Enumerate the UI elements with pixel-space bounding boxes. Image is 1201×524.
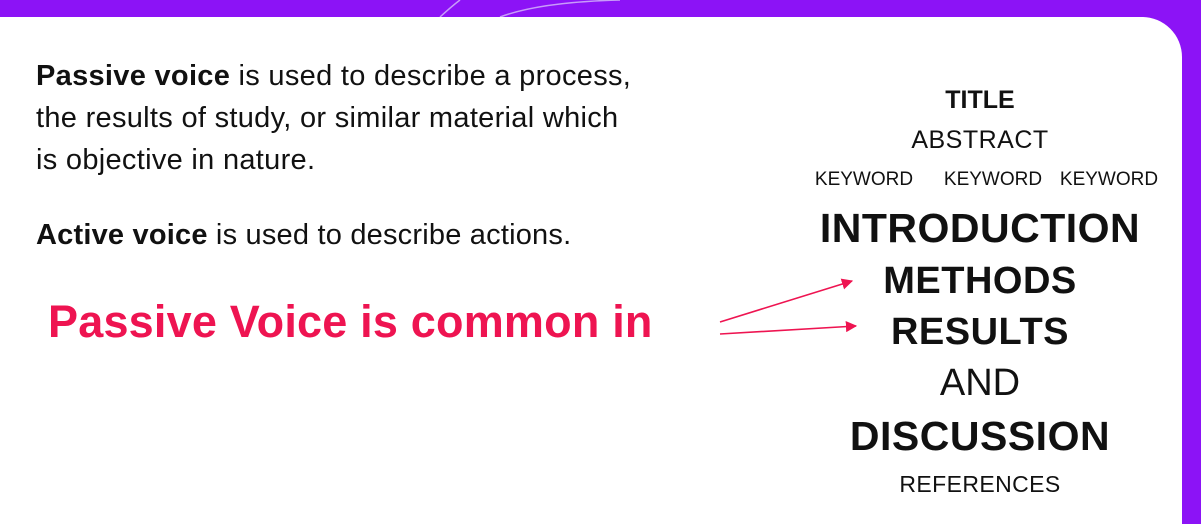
callout-text: Passive Voice is common in	[48, 296, 653, 347]
keyword-2: KEYWORD	[943, 169, 1043, 190]
structure-references: REFERENCES	[899, 471, 1061, 497]
paper-structure: TITLE ABSTRACT KEYWORD KEYWORD KEYWORD I…	[780, 80, 1180, 504]
passive-voice-definition: Passive voice is used to describe a proc…	[36, 55, 756, 181]
keyword-1: KEYWORD	[814, 169, 914, 190]
keyword-3: KEYWORD	[1059, 169, 1159, 190]
passive-line2: the results of study, or similar materia…	[36, 102, 619, 134]
passive-line1: is used to describe a process,	[230, 60, 632, 92]
structure-results: RESULTS	[890, 311, 1070, 353]
structure-abstract: ABSTRACT	[911, 126, 1049, 154]
slide-card	[0, 17, 1182, 524]
active-line: is used to describe actions.	[207, 219, 572, 251]
structure-and: AND	[939, 362, 1021, 404]
structure-introduction: INTRODUCTION	[819, 205, 1141, 251]
active-voice-definition: Active voice is used to describe actions…	[36, 214, 571, 256]
structure-keywords: KEYWORD KEYWORD KEYWORD	[780, 160, 1180, 200]
structure-discussion: DISCUSSION	[849, 413, 1111, 459]
structure-title: TITLE	[945, 86, 1015, 114]
structure-methods: METHODS	[883, 260, 1077, 302]
passive-voice-term: Passive voice	[36, 60, 231, 92]
passive-line3: is objective in nature.	[36, 144, 316, 176]
active-voice-term: Active voice	[36, 219, 208, 251]
